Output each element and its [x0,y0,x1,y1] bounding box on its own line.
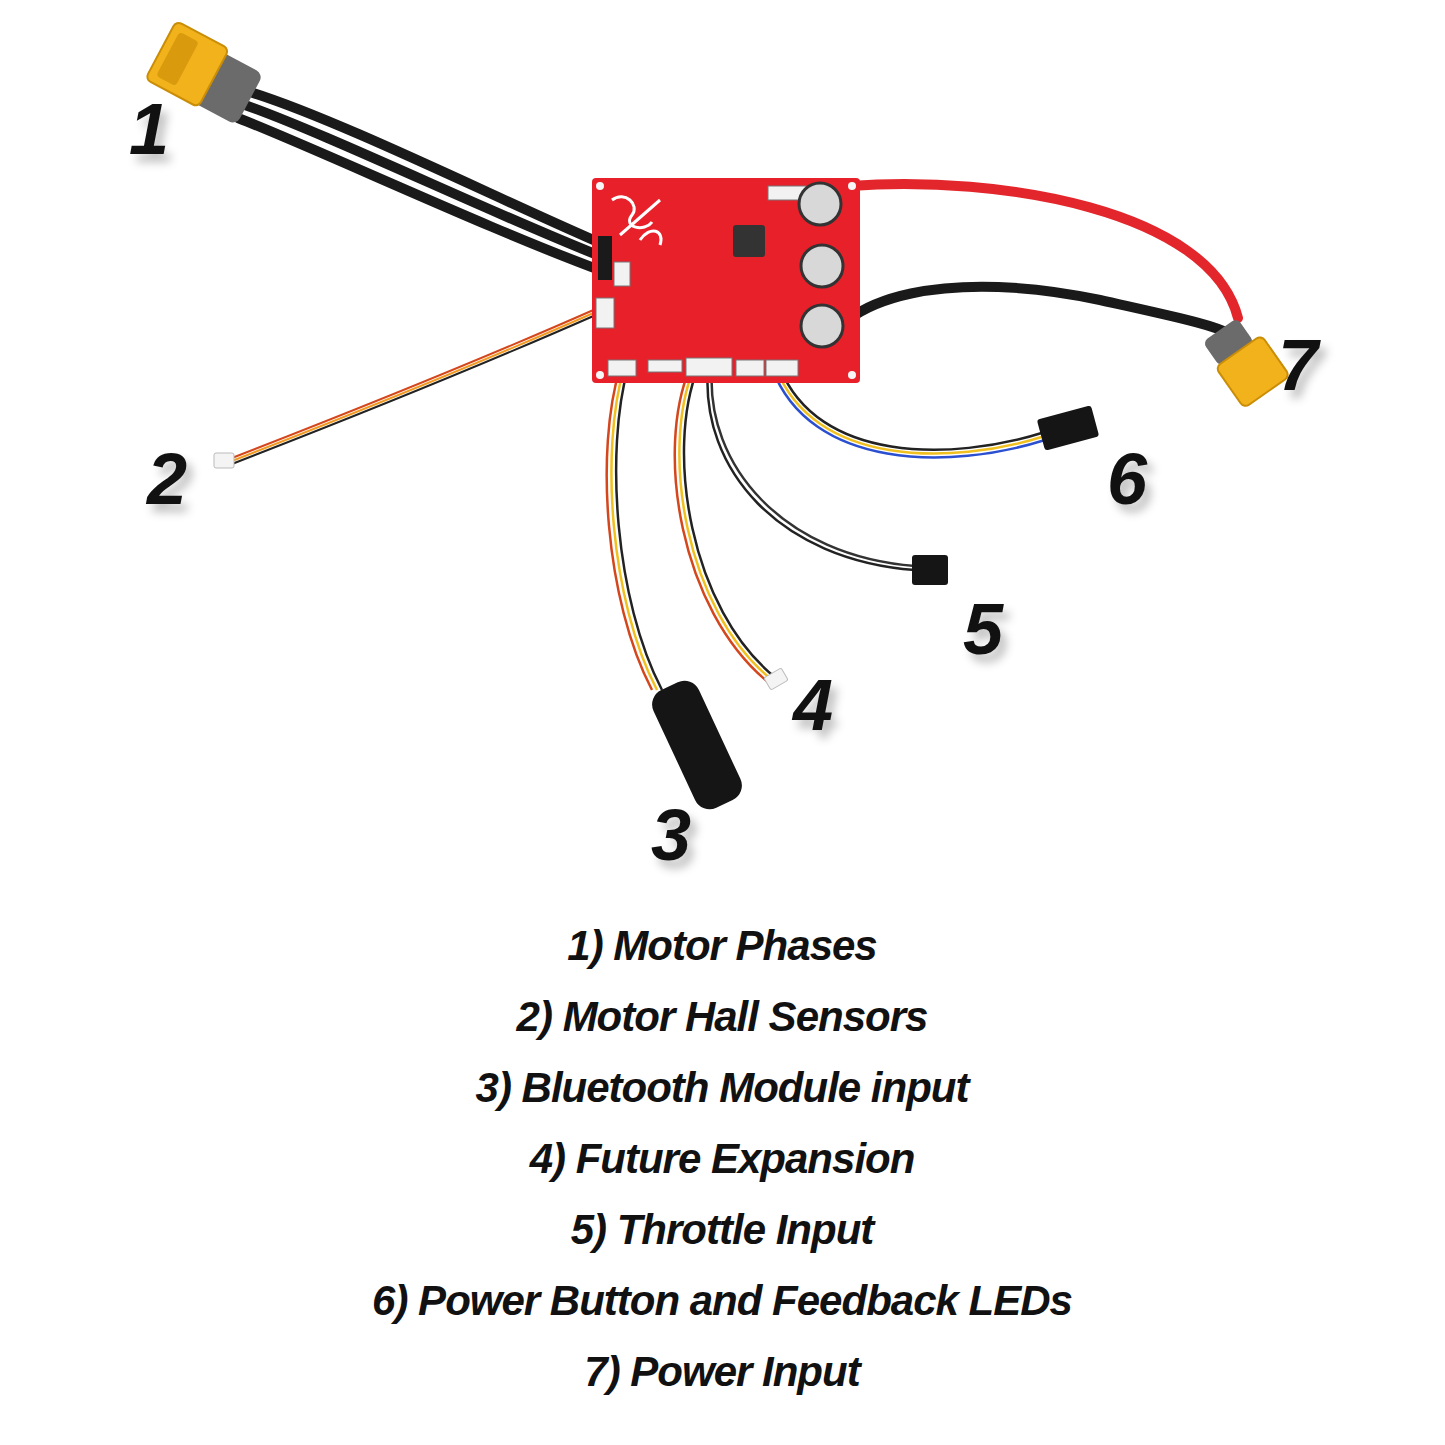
wire [679,368,772,680]
key-entry: 4) Future Expansion [530,1136,915,1182]
connector-detail [156,32,199,86]
power-wire-black [818,287,1232,368]
header [736,360,764,376]
callout-number: 7 [1278,326,1316,405]
header [596,298,614,328]
wire [616,368,662,690]
callout-number: 4 [793,666,831,745]
throttle-connector [912,555,948,585]
callout-number: 2 [147,440,185,519]
capacitor [801,245,843,287]
mount-hole [596,182,604,190]
wire [712,368,915,566]
wire [232,311,598,461]
header [608,360,636,376]
callout-number: 6 [1107,440,1145,519]
key-entry: 7) Power Input [584,1349,859,1395]
button-connector [1037,405,1099,450]
power-connector [1199,312,1290,408]
header [614,262,630,286]
phase-terminal [598,236,612,280]
inductor [733,225,765,257]
controller-board [592,178,860,383]
callout-number: 1 [129,90,167,169]
callout-number: 5 [963,590,1001,669]
wire [707,368,915,570]
hall-plug [214,453,234,468]
phase-wire [238,118,605,272]
key-entry: 2) Motor Hall Sensors [517,994,928,1040]
key-entry: 3) Bluetooth Module input [476,1065,969,1111]
motor-phase-wires [238,92,605,272]
bluetooth-wire [607,368,662,690]
header [648,360,682,372]
callout-number: 3 [651,796,689,875]
wire [684,368,776,678]
key-entry: 5) Throttle Input [571,1207,874,1253]
pcb [592,178,860,383]
header [686,358,732,376]
capacitor [801,305,843,347]
expansion-wire [675,368,776,682]
wire [232,314,598,464]
phase-wire [245,105,605,258]
hall-wire [232,308,598,464]
throttle-wire [707,368,915,570]
logo-mark [612,197,661,245]
key-entry: 6) Power Button and Feedback LEDs [372,1278,1072,1324]
wire [675,368,768,682]
wire [232,308,598,458]
bluetooth-module [647,676,747,815]
mount-hole [848,371,856,379]
capacitor [799,183,841,225]
mount-hole [848,182,856,190]
mount-hole [596,371,604,379]
key-entry: 1) Motor Phases [567,923,876,969]
expansion-plug [764,668,788,690]
header [766,360,798,376]
phase-wire [250,92,605,245]
